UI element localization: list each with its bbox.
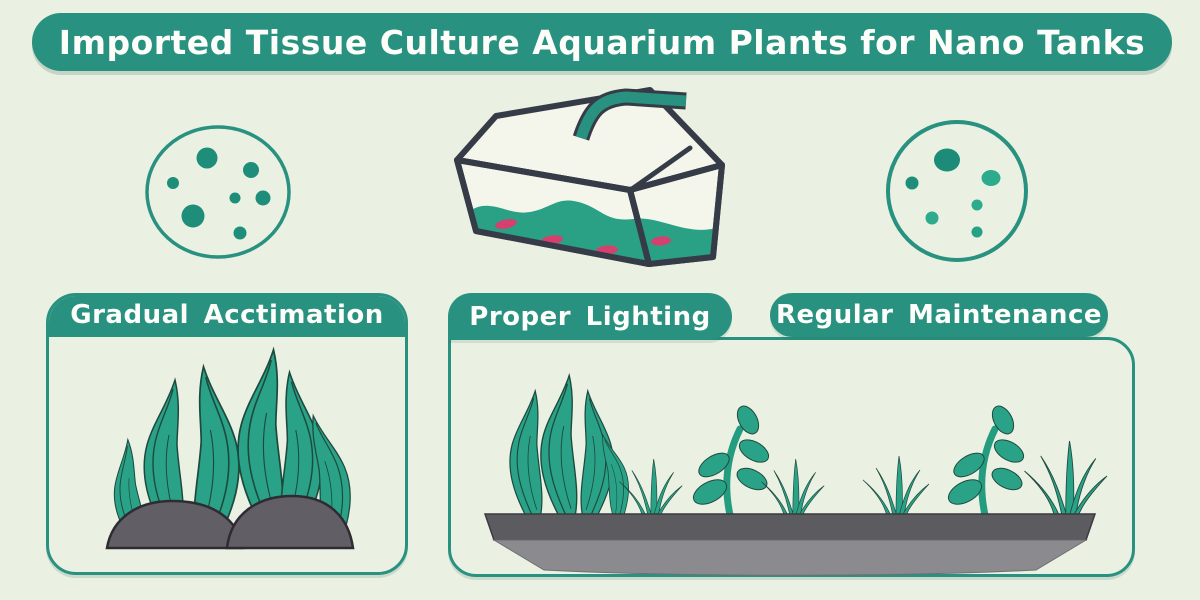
section-label: Regular Maintenance [775, 300, 1103, 330]
section-card-plant-tray [448, 337, 1135, 577]
section-header-proper-lighting: Proper Lighting [448, 293, 732, 340]
petri-dish-icon [145, 125, 291, 259]
tissue-culture-cup-icon [454, 87, 725, 267]
section-header-regular-maintenance: Regular Maintenance [770, 293, 1108, 337]
title-banner: Imported Tissue Culture Aquarium Plants … [32, 13, 1172, 71]
page-title: Imported Tissue Culture Aquarium Plants … [58, 22, 1146, 62]
petri-dish-icon [886, 120, 1028, 262]
section-label: Gradual Acctimation [70, 300, 384, 330]
section-header-gradual-acclimation: Gradual Acctimation [49, 296, 405, 337]
section-label: Proper Lighting [469, 301, 711, 332]
section-card-gradual-acclimation: Gradual Acctimation [46, 293, 408, 575]
